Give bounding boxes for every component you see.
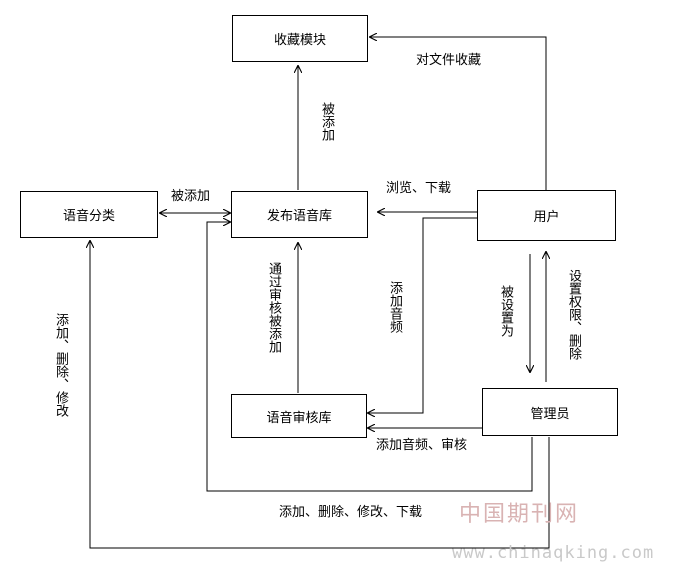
edge-user-favorites [370,37,547,190]
edge-admin-category [90,241,550,549]
edge-label-publish-category: 被添加 [171,189,211,204]
publish-library-node: 发布语音库 [231,191,368,238]
edge-label-admin-user: 设置权限、删除 [566,269,581,360]
edge-admin-publish [206,222,533,492]
edge-user-review [368,217,477,413]
user-node: 用户 [477,190,616,241]
edge-label-user-review: 添加音频 [387,281,402,333]
edge-label-admin-publish: 添加、删除、修改、下载 [279,505,423,520]
edge-label-publish-favorites: 被添加 [319,102,334,141]
edge-label-user-publish: 浏览、下载 [386,181,452,196]
review-library-node: 语音审核库 [231,394,367,438]
watermark-url: www.chinaqking.com [452,543,655,563]
watermark-cn: 中国期刊网 [459,502,580,527]
edge-label-admin-review: 添加音频、审核 [376,438,468,453]
voice-category-node: 语音分类 [20,191,158,238]
edge-label-user-favorites: 对文件收藏 [416,53,482,68]
edge-label-user-admin: 被设置为 [498,285,513,337]
admin-node: 管理员 [482,388,618,436]
edge-label-review-publish: 通过审核被添加 [266,262,281,353]
edge-label-admin-category: 添加、删除、修改 [53,313,68,417]
favorites-module-node: 收藏模块 [232,15,368,62]
